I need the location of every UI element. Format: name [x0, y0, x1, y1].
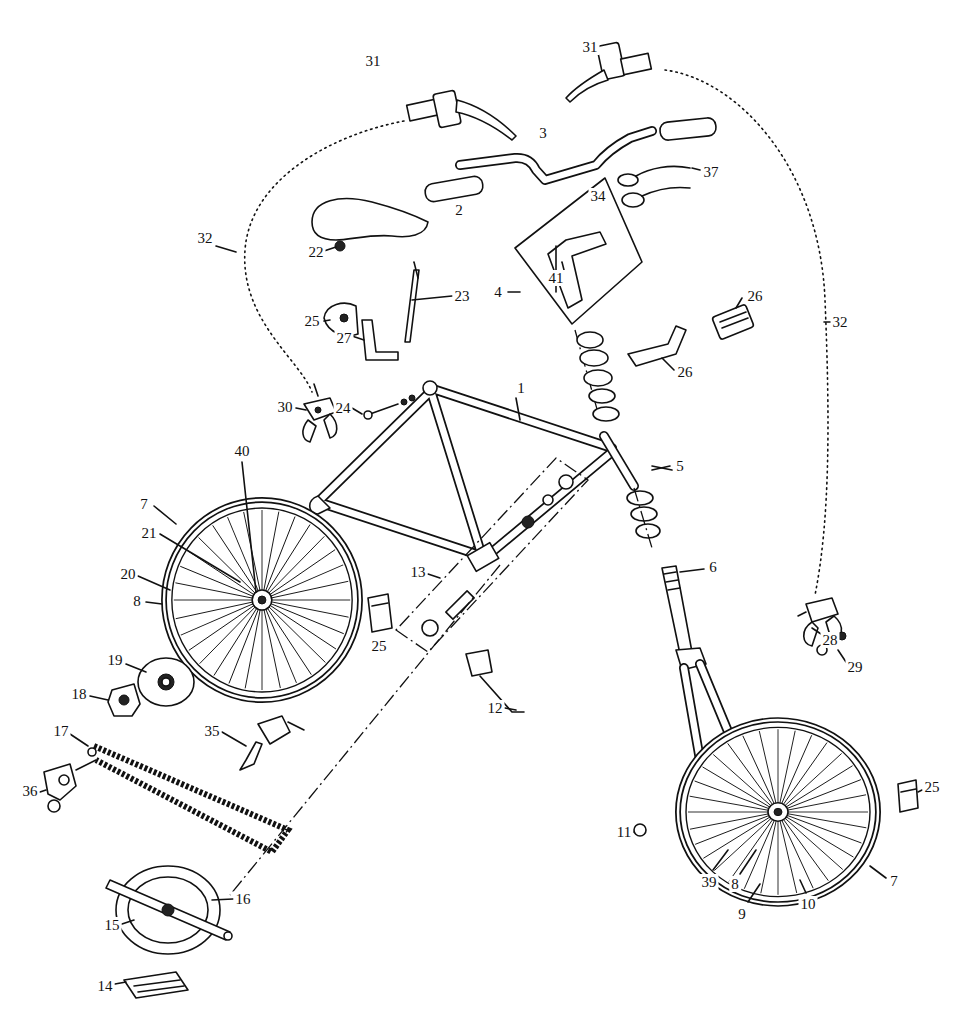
callout-number: 32 — [831, 314, 850, 330]
callout-number: 17 — [52, 723, 71, 739]
callout-number: 8 — [131, 593, 143, 609]
callout-number: 25 — [303, 313, 322, 329]
callout-number: 28 — [821, 632, 840, 648]
callout-number: 7 — [888, 873, 900, 889]
callout-number: 1 — [515, 380, 527, 396]
callout-number: 35 — [203, 723, 222, 739]
callout-number: 15 — [103, 917, 122, 933]
callout-number: 25 — [923, 779, 942, 795]
callout-number: 3 — [537, 125, 549, 141]
callout-number: 16 — [234, 891, 253, 907]
callout-number: 26 — [676, 364, 695, 380]
callout-number: 11 — [615, 824, 633, 840]
callout-number: 36 — [21, 783, 40, 799]
callout-number: 31 — [581, 39, 600, 55]
callout-number: 12 — [486, 700, 505, 716]
callout-number: 32 — [196, 230, 215, 246]
callout-number: 26 — [746, 288, 765, 304]
callout-number: 20 — [119, 566, 138, 582]
callout-number: 2 — [453, 202, 465, 218]
callout-number: 25 — [370, 638, 389, 654]
callout-number: 21 — [140, 525, 159, 541]
callout-number: 5 — [674, 458, 686, 474]
callout-number: 4 — [492, 284, 504, 300]
callout-number: 27 — [335, 330, 354, 346]
callout-number: 39 — [700, 874, 719, 890]
callout-number: 34 — [589, 188, 608, 204]
callout-number: 10 — [799, 896, 818, 912]
callout-number: 37 — [702, 164, 721, 180]
callout-number: 18 — [70, 686, 89, 702]
callout-number: 14 — [96, 978, 115, 994]
callout-number: 30 — [276, 399, 295, 415]
callout-number: 22 — [307, 244, 326, 260]
callout-number: 29 — [846, 659, 865, 675]
callout-number: 23 — [453, 288, 472, 304]
callout-number: 41 — [547, 270, 566, 286]
callout-number: 19 — [106, 652, 125, 668]
callout-number: 13 — [409, 564, 428, 580]
callout-number: 9 — [736, 906, 748, 922]
callout-number: 6 — [707, 559, 719, 575]
callout-number: 40 — [233, 443, 252, 459]
callout-number: 31 — [364, 53, 383, 69]
callout-number: 8 — [729, 876, 741, 892]
callout-number: 24 — [334, 400, 353, 416]
callout-number: 7 — [138, 496, 150, 512]
